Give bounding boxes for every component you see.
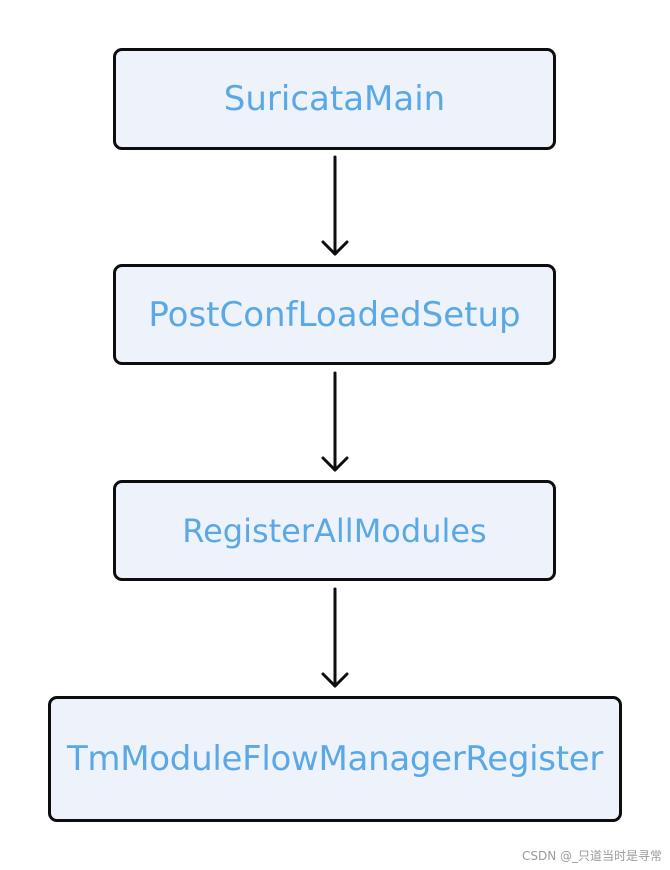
node-label: TmModuleFlowManagerRegister <box>66 739 604 779</box>
node-tm-module-flow-manager-register: TmModuleFlowManagerRegister <box>48 696 622 822</box>
arrow-n1-n2 <box>321 155 349 256</box>
arrow-n2-n3 <box>321 371 349 472</box>
node-label: RegisterAllModules <box>182 511 487 550</box>
node-label: PostConfLoadedSetup <box>148 294 521 335</box>
arrow-n3-n4 <box>321 587 349 688</box>
node-register-all-modules: RegisterAllModules <box>113 480 556 581</box>
node-suricata-main: SuricataMain <box>113 48 556 150</box>
node-post-conf-loaded-setup: PostConfLoadedSetup <box>113 264 556 365</box>
watermark: CSDN @_只道当时是寻常 <box>521 849 662 863</box>
node-label: SuricataMain <box>223 79 446 119</box>
